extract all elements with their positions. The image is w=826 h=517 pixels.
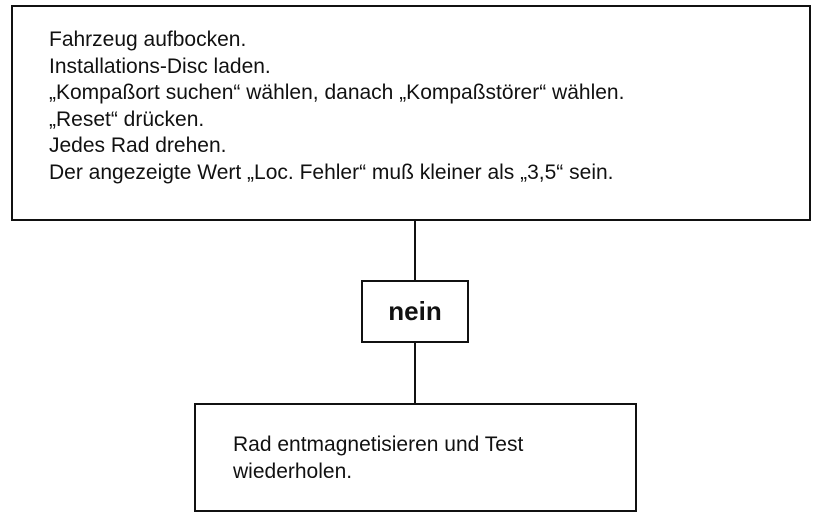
step-line-5: Jedes Rad drehen.: [49, 134, 227, 157]
step-line-2: Installations-Disc laden.: [49, 54, 271, 78]
instruction-steps-box: Fahrzeug aufbocken. Installations-Disc l…: [11, 5, 811, 221]
connector-decision-to-action: [414, 343, 416, 403]
decision-label: nein: [388, 296, 442, 326]
action-line-2: wiederholen.: [233, 459, 353, 483]
step-line-6: Der angezeigte Wert „Loc. Fehler“ muß kl…: [49, 160, 614, 184]
step-line-4: „Reset“ drücken.: [49, 107, 205, 131]
step-line-1: Fahrzeug aufbocken.: [49, 28, 247, 51]
step-line-3: „Kompaßort suchen“ wählen, danach „Kompa…: [49, 81, 625, 104]
action-box: Rad entmagnetisieren und Test wiederhole…: [194, 403, 637, 512]
connector-top-to-decision: [414, 221, 416, 280]
action-line-1: Rad entmagnetisieren und Test: [233, 433, 524, 456]
decision-box: nein: [361, 280, 469, 343]
